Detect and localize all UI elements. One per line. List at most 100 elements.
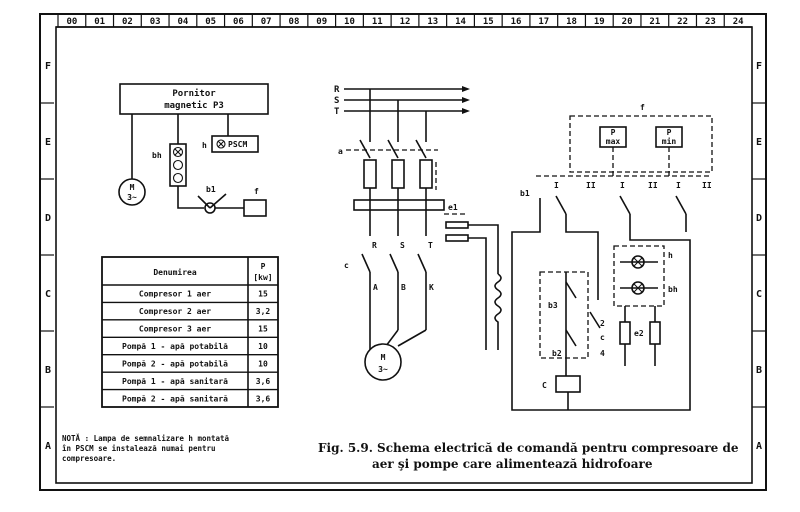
fuse-s: [391, 159, 405, 189]
ruler-number: 03: [150, 17, 161, 27]
selector-blade-2: [619, 195, 631, 215]
contactor-c-1: [361, 253, 371, 273]
row-letter: B: [756, 365, 762, 376]
table-cell-name: Compresor 3 aer: [139, 325, 211, 334]
contactor-c-label: c: [344, 261, 349, 270]
table-cell-name: Pompă 1 - apă sanitară: [122, 376, 228, 386]
table-cell-power: 3,6: [256, 394, 271, 403]
contactor-c-3: [417, 253, 427, 273]
ruler-number: 15: [483, 17, 494, 27]
switch-a-blade-3: [415, 139, 427, 159]
selector-blade-3: [675, 195, 687, 215]
c-aux-contact: [589, 311, 601, 329]
thermal-coil: [494, 273, 502, 350]
figure-caption: Fig. 5.9. Schema electrică de comandă pe…: [318, 440, 758, 472]
pressure-switch-enclosure: [569, 115, 713, 173]
table-border: [101, 256, 279, 408]
note-line-3: compresoare.: [62, 454, 117, 463]
f-box-left: [243, 199, 267, 217]
table-header-name: Denumirea: [153, 267, 197, 277]
e1-wire-2: [468, 237, 487, 350]
contactor-coil-c: [555, 375, 581, 393]
b3-contact: [565, 281, 577, 299]
terminal-t-label: T: [428, 241, 433, 250]
table-cell-name: Pompă 2 - apă potabilă: [122, 358, 228, 368]
pscm-lamp-icon: [216, 139, 226, 149]
switch-a-blade-1: [359, 139, 371, 159]
ruler-number: 24: [733, 17, 744, 27]
row-letter: F: [756, 61, 762, 72]
motor-left-m: M: [130, 183, 135, 192]
table-cell-name: Pompă 1 - apă potabilă: [122, 341, 228, 351]
pmax-text: max: [606, 137, 621, 146]
power-circuit: R S T a e1 R S T: [334, 85, 502, 381]
ruler-number: 05: [205, 17, 216, 27]
ruler-number: 01: [94, 17, 105, 27]
table-cell-name: Compresor 1 aer: [139, 290, 211, 299]
ruler-number: 12: [400, 17, 411, 27]
row-letter: E: [45, 137, 51, 148]
b1-label-left: b1: [206, 185, 216, 194]
table-header-p: P: [261, 262, 266, 271]
pscm-lamp-cross-b: [217, 140, 225, 148]
ruler-number: 22: [677, 17, 688, 27]
pmax-p: P: [611, 128, 616, 137]
motor-left-3: 3~: [127, 193, 137, 202]
pscm-label: PSCM: [228, 140, 247, 149]
table-note: NOTĂ : Lampa de semnalizare h montată în…: [62, 434, 284, 464]
thermal-relay-block: [353, 199, 445, 211]
table-cell-power: 3,6: [256, 377, 271, 386]
magnetic-starter-box: [119, 83, 269, 115]
row-letter: C: [45, 289, 51, 300]
ctrl-left-rail: [511, 198, 691, 411]
phase-t-label: T: [334, 107, 340, 117]
caption-line-1: Fig. 5.9. Schema electrică de comandă pe…: [318, 441, 739, 455]
row-letter: A: [45, 441, 51, 452]
ctrl-right-rail: [629, 214, 691, 300]
ruler-number: 04: [177, 17, 188, 27]
num-2-label: 2: [600, 319, 605, 328]
table-cell-power: 10: [258, 342, 268, 351]
e1-contact-a: [445, 221, 469, 229]
row-letter: F: [45, 61, 51, 72]
b2-label: b2: [552, 349, 562, 358]
ruler-number: 14: [455, 17, 466, 27]
e1-contact-b: [445, 234, 469, 242]
e2-fuse-1: [619, 321, 631, 345]
table-cell-power: 15: [258, 325, 268, 334]
caption-line-2: aer şi pompe care alimentează hidrofoare: [372, 457, 653, 471]
phase-s-label: S: [334, 96, 339, 106]
pmin-text: min: [662, 136, 677, 146]
feed-to-motor-s: [385, 329, 399, 347]
ruler-number: 23: [705, 17, 716, 27]
terminal-k-label: K: [429, 283, 434, 292]
f-label-left: f: [254, 187, 259, 196]
contactor-c-2: [389, 253, 399, 273]
c-aux-label: c: [600, 333, 605, 342]
terminal-b-label: B: [401, 283, 406, 292]
selector-ii-1: II: [586, 181, 596, 190]
terminal-a-label: A: [373, 283, 378, 292]
feed-to-motor-t: [397, 329, 427, 347]
row-letter: D: [756, 213, 762, 224]
row-letter: B: [45, 365, 51, 376]
ruler-number: 13: [427, 17, 438, 27]
row-letter: E: [756, 137, 762, 148]
e2-label: e2: [634, 329, 644, 338]
selector-i-1: I: [554, 181, 559, 190]
lamp-enclosure: [613, 245, 665, 307]
bus-s-arrow: [462, 97, 470, 103]
terminal-r-label: R: [372, 241, 377, 250]
ruler-number: 18: [566, 17, 577, 27]
num-4-label: 4: [600, 349, 605, 358]
switch-a-blade-2: [387, 139, 399, 159]
ruler-number: 02: [122, 17, 133, 27]
selector-blade-1: [555, 195, 567, 215]
note-line-2: în PSCM se instalează numai pentru: [62, 444, 216, 453]
ruler-number: 10: [344, 17, 355, 27]
ruler-number: 20: [622, 17, 633, 27]
